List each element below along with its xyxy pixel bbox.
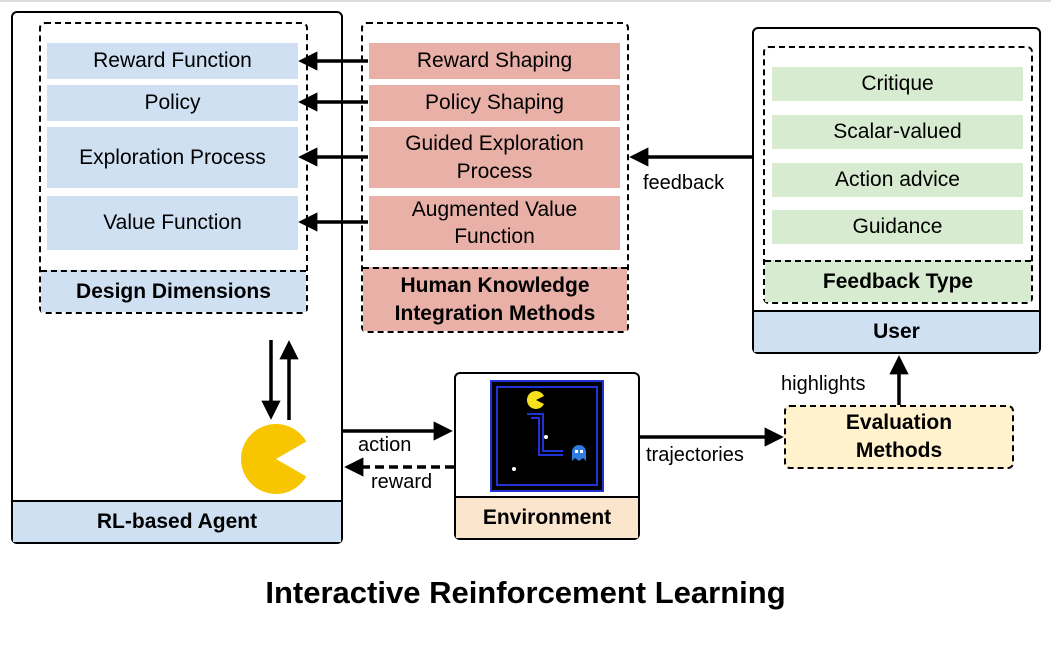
label-action: action [358,434,412,456]
method-guided-exploration-line2: Process [456,159,533,183]
integration-methods-title-line1: Human Knowledge [400,274,590,297]
user-title: User [754,310,1039,352]
rl-agent-title: RL-based Agent [13,500,341,542]
design-dimensions-group: Design Dimensions [39,22,308,314]
feedback-type-title: Feedback Type [765,260,1031,302]
design-item-exploration-process: Exploration Process [47,127,298,188]
label-highlights: highlights [781,373,866,395]
feedback-action-advice: Action advice [772,163,1023,197]
feedback-guidance: Guidance [772,210,1023,244]
method-guided-exploration-line1: Guided Exploration [405,131,584,155]
evaluation-methods-line1: Evaluation [845,411,953,434]
label-feedback: feedback [643,172,725,194]
evaluation-methods-box: Evaluation Methods [784,405,1014,469]
integration-methods-title: Human Knowledge Integration Methods [363,267,627,331]
method-reward-shaping-label: Reward Shaping [416,49,573,72]
method-reward-shaping: Reward Shaping [369,43,620,79]
rl-agent-box: RL-based Agent [11,11,343,544]
user-box: User [752,27,1041,354]
label-reward: reward [371,471,433,493]
feedback-critique: Critique [772,67,1023,101]
feedback-scalar-valued: Scalar-valued [772,115,1023,149]
design-item-value-function: Value Function [47,196,298,250]
design-item-reward-function: Reward Function [47,43,298,79]
method-augmented-value-line1: Augmented Value [411,198,578,221]
design-dimensions-title: Design Dimensions [41,270,306,312]
pacman-icon [240,424,307,494]
environment-title: Environment [456,496,638,538]
diagram-caption: Interactive Reinforcement Learning [265,575,786,610]
method-guided-exploration: Guided Exploration Process [369,127,620,188]
design-item-policy: Policy [47,85,298,121]
method-augmented-value-line2: Function [454,225,535,248]
game-screen-icon [490,380,604,492]
environment-box: Environment [454,372,640,540]
integration-methods-group: Human Knowledge Integration Methods [361,22,629,333]
integration-methods-title-line2: Integration Methods [394,302,596,325]
label-trajectories: trajectories [646,444,744,466]
method-policy-shaping-label: Policy Shaping [425,91,564,114]
method-policy-shaping: Policy Shaping [369,85,620,121]
top-divider [0,0,1051,2]
method-augmented-value: Augmented Value Function [369,196,620,250]
evaluation-methods-line2: Methods [855,439,943,462]
feedback-type-group: Feedback Type [763,46,1033,304]
